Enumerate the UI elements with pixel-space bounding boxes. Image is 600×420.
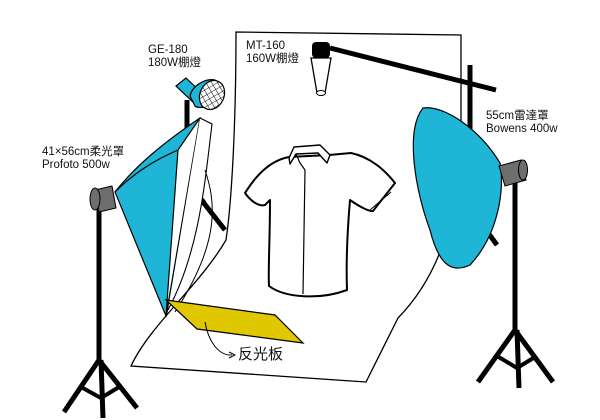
beauty-dish-model: 55cm雷達罩 <box>486 110 549 122</box>
mt160-light-head <box>310 42 332 96</box>
softbox-modifier <box>89 116 213 318</box>
softbox-model: 41×56cm柔光罩 <box>42 146 125 158</box>
mt160-label: MT-160 160W棚燈 <box>246 40 299 66</box>
softbox-spec: Profoto 500w <box>42 159 110 171</box>
reflector-board <box>164 299 305 359</box>
shirt-subject <box>244 144 396 298</box>
reflector-label: 反光板 <box>238 346 284 363</box>
mt160-model: MT-160 <box>246 40 285 52</box>
beauty-dish-spec: Bowens 400w <box>486 123 558 135</box>
mt160-spec: 160W棚燈 <box>246 53 300 65</box>
ge180-light-head <box>175 77 226 111</box>
ge180-spec: 180W棚燈 <box>148 57 202 69</box>
softbox-label: 41×56cm柔光罩 Profoto 500w <box>42 146 124 172</box>
softbox-stand <box>61 205 139 419</box>
beauty-dish-stand <box>475 172 556 389</box>
ge180-label: GE-180 180W棚燈 <box>148 44 201 70</box>
beauty-dish-label: 55cm雷達罩 Bowens 400w <box>486 110 558 136</box>
boom-stand <box>329 45 497 130</box>
beauty-dish-modifier <box>412 107 528 269</box>
ge180-model: GE-180 <box>148 44 188 56</box>
